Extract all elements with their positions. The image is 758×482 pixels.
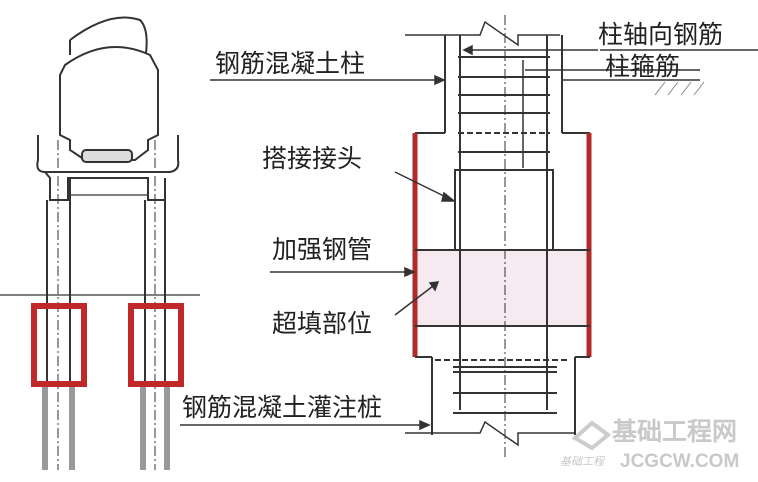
label-lap-joint: 搭接接头 — [262, 144, 363, 173]
label-overfill-zone: 超填部位 — [272, 309, 373, 338]
watermark-url: JCGCW.COM — [620, 451, 740, 472]
left-casing-marker — [31, 303, 87, 387]
watermark-logo-icon — [571, 420, 612, 451]
watermark-name: 基础工程网 — [612, 417, 738, 446]
connection-detail — [405, 15, 592, 460]
pier-elevation — [0, 16, 200, 470]
label-column-axial-rebar: 柱轴向钢筋 — [598, 20, 724, 49]
leader-lines — [180, 44, 758, 431]
right-casing-marker — [128, 303, 184, 387]
label-reinforcing-steel-pipe: 加强钢管 — [272, 235, 373, 264]
label-rc-bored-pile: 钢筋混凝土灌注桩 — [182, 393, 383, 422]
overfill-zone — [417, 250, 589, 326]
ground-hatch-icon — [654, 81, 705, 96]
label-rc-column: 钢筋混凝土柱 — [215, 49, 366, 78]
watermark-small: 基础工程 — [560, 455, 604, 468]
label-column-stirrup: 柱箍筋 — [605, 52, 681, 81]
